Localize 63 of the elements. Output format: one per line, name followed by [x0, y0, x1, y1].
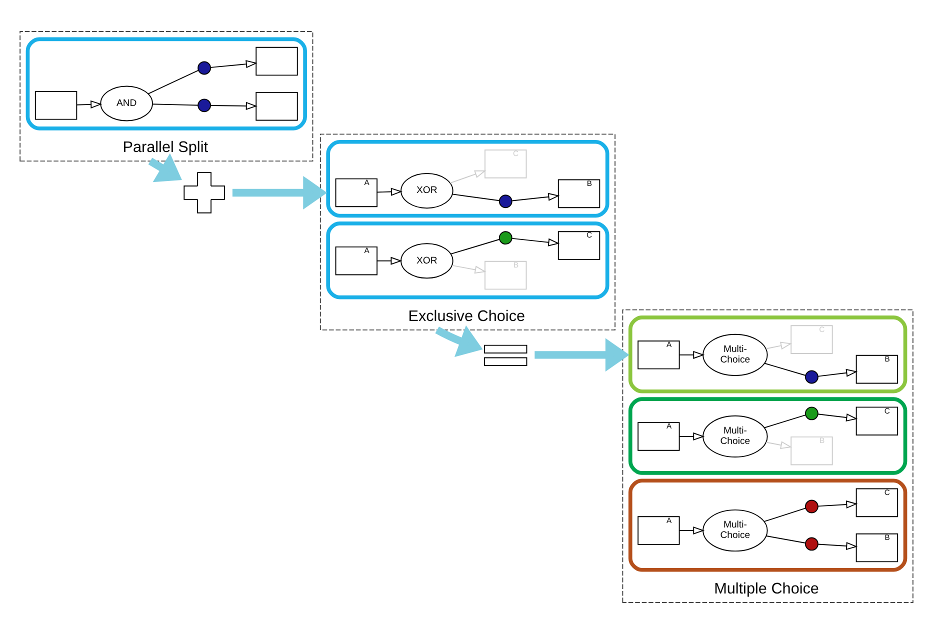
node-circle	[198, 98, 212, 112]
node-circle	[498, 194, 512, 208]
node-circle	[498, 231, 512, 245]
node-circle	[805, 406, 818, 420]
node-ellipse: XOR	[400, 173, 454, 209]
node-box: A	[638, 516, 680, 545]
cluster	[628, 397, 908, 475]
node-box	[34, 91, 78, 120]
node-box: C	[856, 488, 898, 518]
node-ellipse: Multi- Choice	[702, 509, 768, 552]
node-box: B	[856, 533, 898, 562]
arrow	[148, 153, 182, 182]
arrow	[679, 526, 705, 535]
connector	[452, 194, 500, 202]
arrow	[818, 414, 858, 422]
arrow	[512, 238, 560, 246]
connector	[764, 414, 806, 428]
arrow	[450, 170, 486, 184]
node-box: A	[638, 422, 680, 451]
node-box: A	[335, 246, 378, 276]
node-box: A	[638, 340, 680, 370]
node-ellipse: Multi- Choice	[702, 334, 768, 376]
connector	[148, 70, 199, 94]
node-box: C	[856, 406, 898, 436]
node-ellipse: XOR	[400, 243, 454, 279]
cluster	[326, 222, 610, 300]
arrow	[766, 342, 792, 350]
node-circle	[805, 537, 818, 551]
node-circle	[805, 500, 818, 514]
node-circle	[198, 61, 212, 75]
cluster	[26, 37, 307, 130]
arrow	[376, 188, 402, 196]
connector	[764, 362, 806, 376]
connector	[152, 104, 198, 106]
connector	[763, 508, 806, 522]
node-box: A	[335, 178, 378, 208]
arrow	[818, 542, 858, 550]
cluster	[326, 140, 610, 218]
node-box: B	[558, 179, 600, 208]
arrow	[818, 368, 858, 377]
node-box	[256, 46, 298, 76]
arrow	[210, 60, 258, 68]
arrow	[818, 500, 858, 509]
arrow	[452, 264, 486, 274]
arrow	[766, 441, 792, 450]
node-circle	[805, 370, 818, 384]
cluster	[628, 316, 908, 394]
arrow	[534, 338, 630, 372]
node-ellipse: Multi- Choice	[702, 415, 768, 458]
node-box: C	[558, 231, 600, 260]
node-box: B	[856, 354, 898, 384]
connector	[450, 238, 500, 254]
node-ellipse: AND	[100, 86, 153, 122]
arrow	[232, 176, 328, 210]
arrow	[679, 350, 705, 359]
arrow	[376, 256, 402, 265]
arrow	[679, 432, 705, 440]
arrow	[76, 100, 102, 108]
connector	[766, 535, 806, 544]
arrow	[210, 102, 258, 110]
arrow	[512, 192, 560, 202]
node-box	[256, 92, 298, 121]
cluster	[628, 478, 908, 572]
